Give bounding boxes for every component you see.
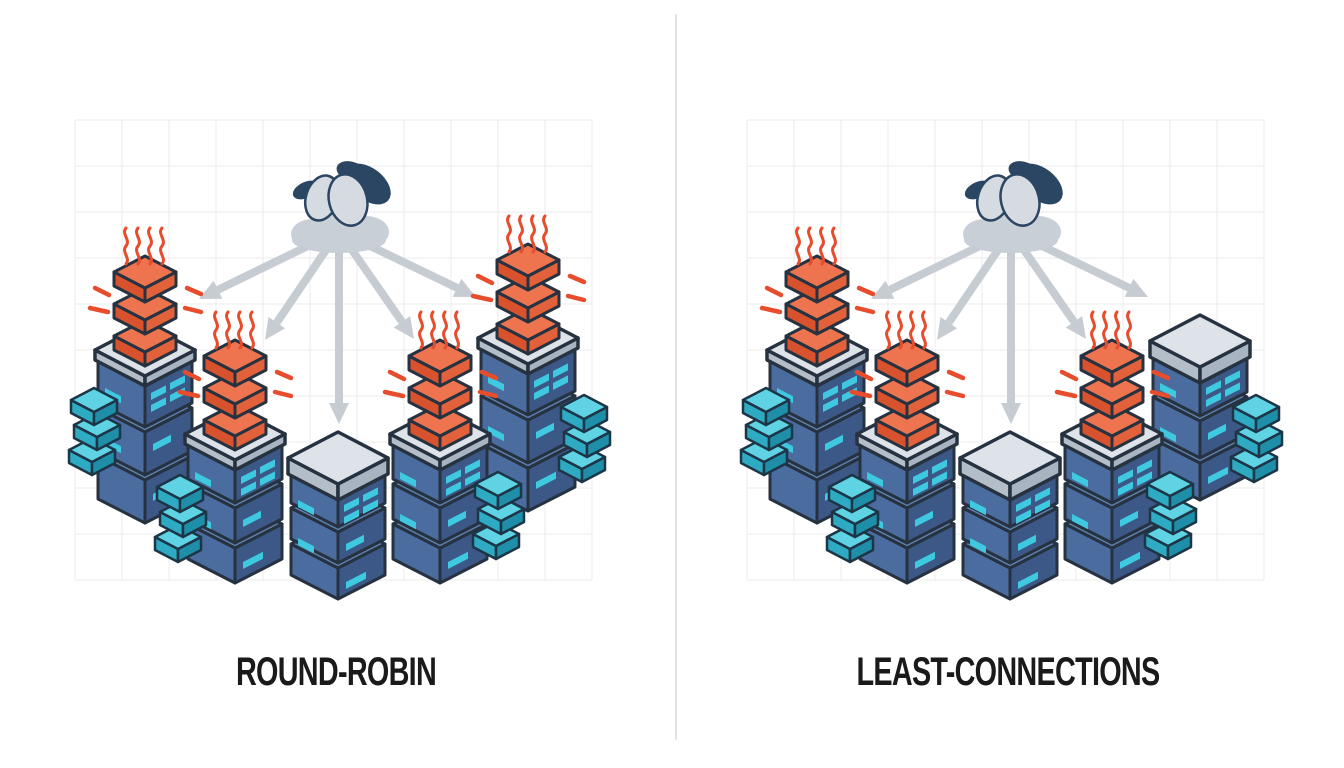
- server-stack-5-idle: [1148, 313, 1252, 502]
- server-stack-3-idle: [286, 430, 390, 601]
- panel-round-robin: ROUND-ROBIN: [67, 119, 612, 694]
- round-robin-illustration: [67, 119, 612, 601]
- request-arrow: [871, 240, 986, 299]
- round-robin-label: ROUND-ROBIN: [235, 650, 437, 694]
- overload-blocks: [784, 254, 850, 368]
- heat-waves-icon: [1090, 310, 1132, 350]
- heat-waves-icon: [418, 310, 460, 350]
- server-stack-1-overloaded: [759, 226, 876, 525]
- panel-least-connections: LEAST-CONNECTIONS: [672, 0, 1344, 768]
- heat-waves-icon: [885, 310, 927, 350]
- request-arrows: [199, 240, 476, 424]
- request-arrow: [364, 240, 476, 297]
- server-stack-4-overloaded: [1054, 310, 1171, 585]
- heat-waves-icon: [795, 226, 837, 266]
- server-stack-5-overloaded: [470, 214, 587, 513]
- overload-blocks: [1079, 338, 1145, 452]
- request-arrows: [871, 240, 1148, 424]
- request-arrow: [1020, 247, 1086, 339]
- heat-waves-icon: [123, 226, 165, 266]
- request-arrow: [1001, 252, 1021, 424]
- request-arrow: [937, 247, 1002, 340]
- server-stack-2-overloaded: [849, 310, 966, 585]
- server-stack-4-overloaded: [382, 310, 499, 585]
- cube-stack-4: [1229, 393, 1284, 484]
- request-arrow: [265, 247, 330, 340]
- overload-blocks: [112, 254, 178, 368]
- overload-sparks-icon: [470, 273, 587, 303]
- heat-waves-icon: [213, 310, 255, 350]
- least-connections-label: LEAST-CONNECTIONS: [856, 650, 1161, 694]
- cube-stack-2: [825, 473, 880, 564]
- cube-stack-1: [67, 386, 122, 477]
- request-arrow: [329, 252, 349, 424]
- overload-sparks-icon: [1054, 369, 1171, 399]
- cloud-load-balancer-icon: [963, 161, 1063, 253]
- cloud-load-balancer-icon: [291, 161, 391, 253]
- cube-stack-3: [471, 470, 526, 561]
- overload-blocks: [874, 338, 940, 452]
- overload-sparks-icon: [382, 369, 499, 399]
- least-connections-illustration: [739, 119, 1284, 601]
- overload-sparks-icon: [87, 285, 204, 315]
- overload-sparks-icon: [759, 285, 876, 315]
- overload-blocks: [202, 338, 268, 452]
- panel-divider: [675, 14, 677, 740]
- cube-stack-3: [1143, 470, 1198, 561]
- cube-stack-1: [739, 386, 794, 477]
- overload-sparks-icon: [849, 369, 966, 399]
- overload-blocks: [407, 338, 473, 452]
- overload-sparks-icon: [177, 369, 294, 399]
- request-arrow: [348, 247, 414, 339]
- server-stack-3-idle: [958, 430, 1062, 601]
- request-arrow: [1036, 240, 1148, 297]
- cube-stack-2: [153, 473, 208, 564]
- heat-waves-icon: [506, 214, 548, 254]
- overload-blocks: [495, 242, 561, 356]
- request-arrow: [199, 240, 314, 299]
- cube-stack-4: [557, 393, 612, 484]
